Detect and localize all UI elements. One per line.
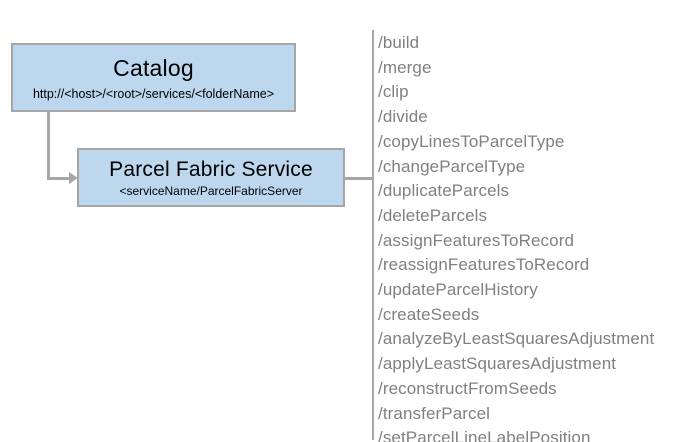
node-catalog-title: Catalog (113, 55, 194, 81)
operation-item: /duplicateParcels (378, 181, 510, 201)
connector-service-to-operations (345, 177, 374, 180)
operation-item: /setParcelLineLabelPosition (378, 428, 591, 442)
operation-item: /copyLinesToParcelType (378, 131, 565, 151)
operation-item: /createSeeds (378, 304, 480, 324)
connector-catalog-horizontal (47, 177, 71, 180)
operation-item: /transferParcel (378, 403, 491, 423)
operation-item: /deleteParcels (378, 205, 488, 225)
operation-item: /merge (378, 57, 432, 77)
operation-item: /divide (378, 107, 428, 127)
connector-catalog-vertical (47, 110, 50, 180)
operation-item: /clip (378, 82, 409, 102)
operation-item: /reconstructFromSeeds (378, 378, 557, 398)
operation-item: /updateParcelHistory (378, 280, 538, 300)
operation-item: /changeParcelType (378, 156, 526, 176)
node-service-subtitle: <serviceName/ParcelFabricServer (119, 184, 303, 198)
operation-item: /reassignFeaturesToRecord (378, 255, 590, 275)
node-catalog: Catalog http://<host>/<root>/services/<f… (11, 43, 296, 112)
node-parcel-fabric-service: Parcel Fabric Service <serviceName/Parce… (77, 148, 345, 207)
node-catalog-subtitle: http://<host>/<root>/services/<folderNam… (32, 87, 275, 101)
operations-divider (372, 30, 374, 440)
operation-item: /applyLeastSquaresAdjustment (378, 354, 617, 374)
operation-item: /analyzeByLeastSquaresAdjustment (378, 329, 655, 349)
connector-arrowhead-icon (69, 172, 78, 184)
operations-list: /build/merge/clip/divide/copyLinesToParc… (378, 31, 678, 442)
node-service-title: Parcel Fabric Service (109, 158, 313, 181)
operation-item: /build (378, 33, 420, 52)
operation-item: /assignFeaturesToRecord (378, 230, 575, 250)
